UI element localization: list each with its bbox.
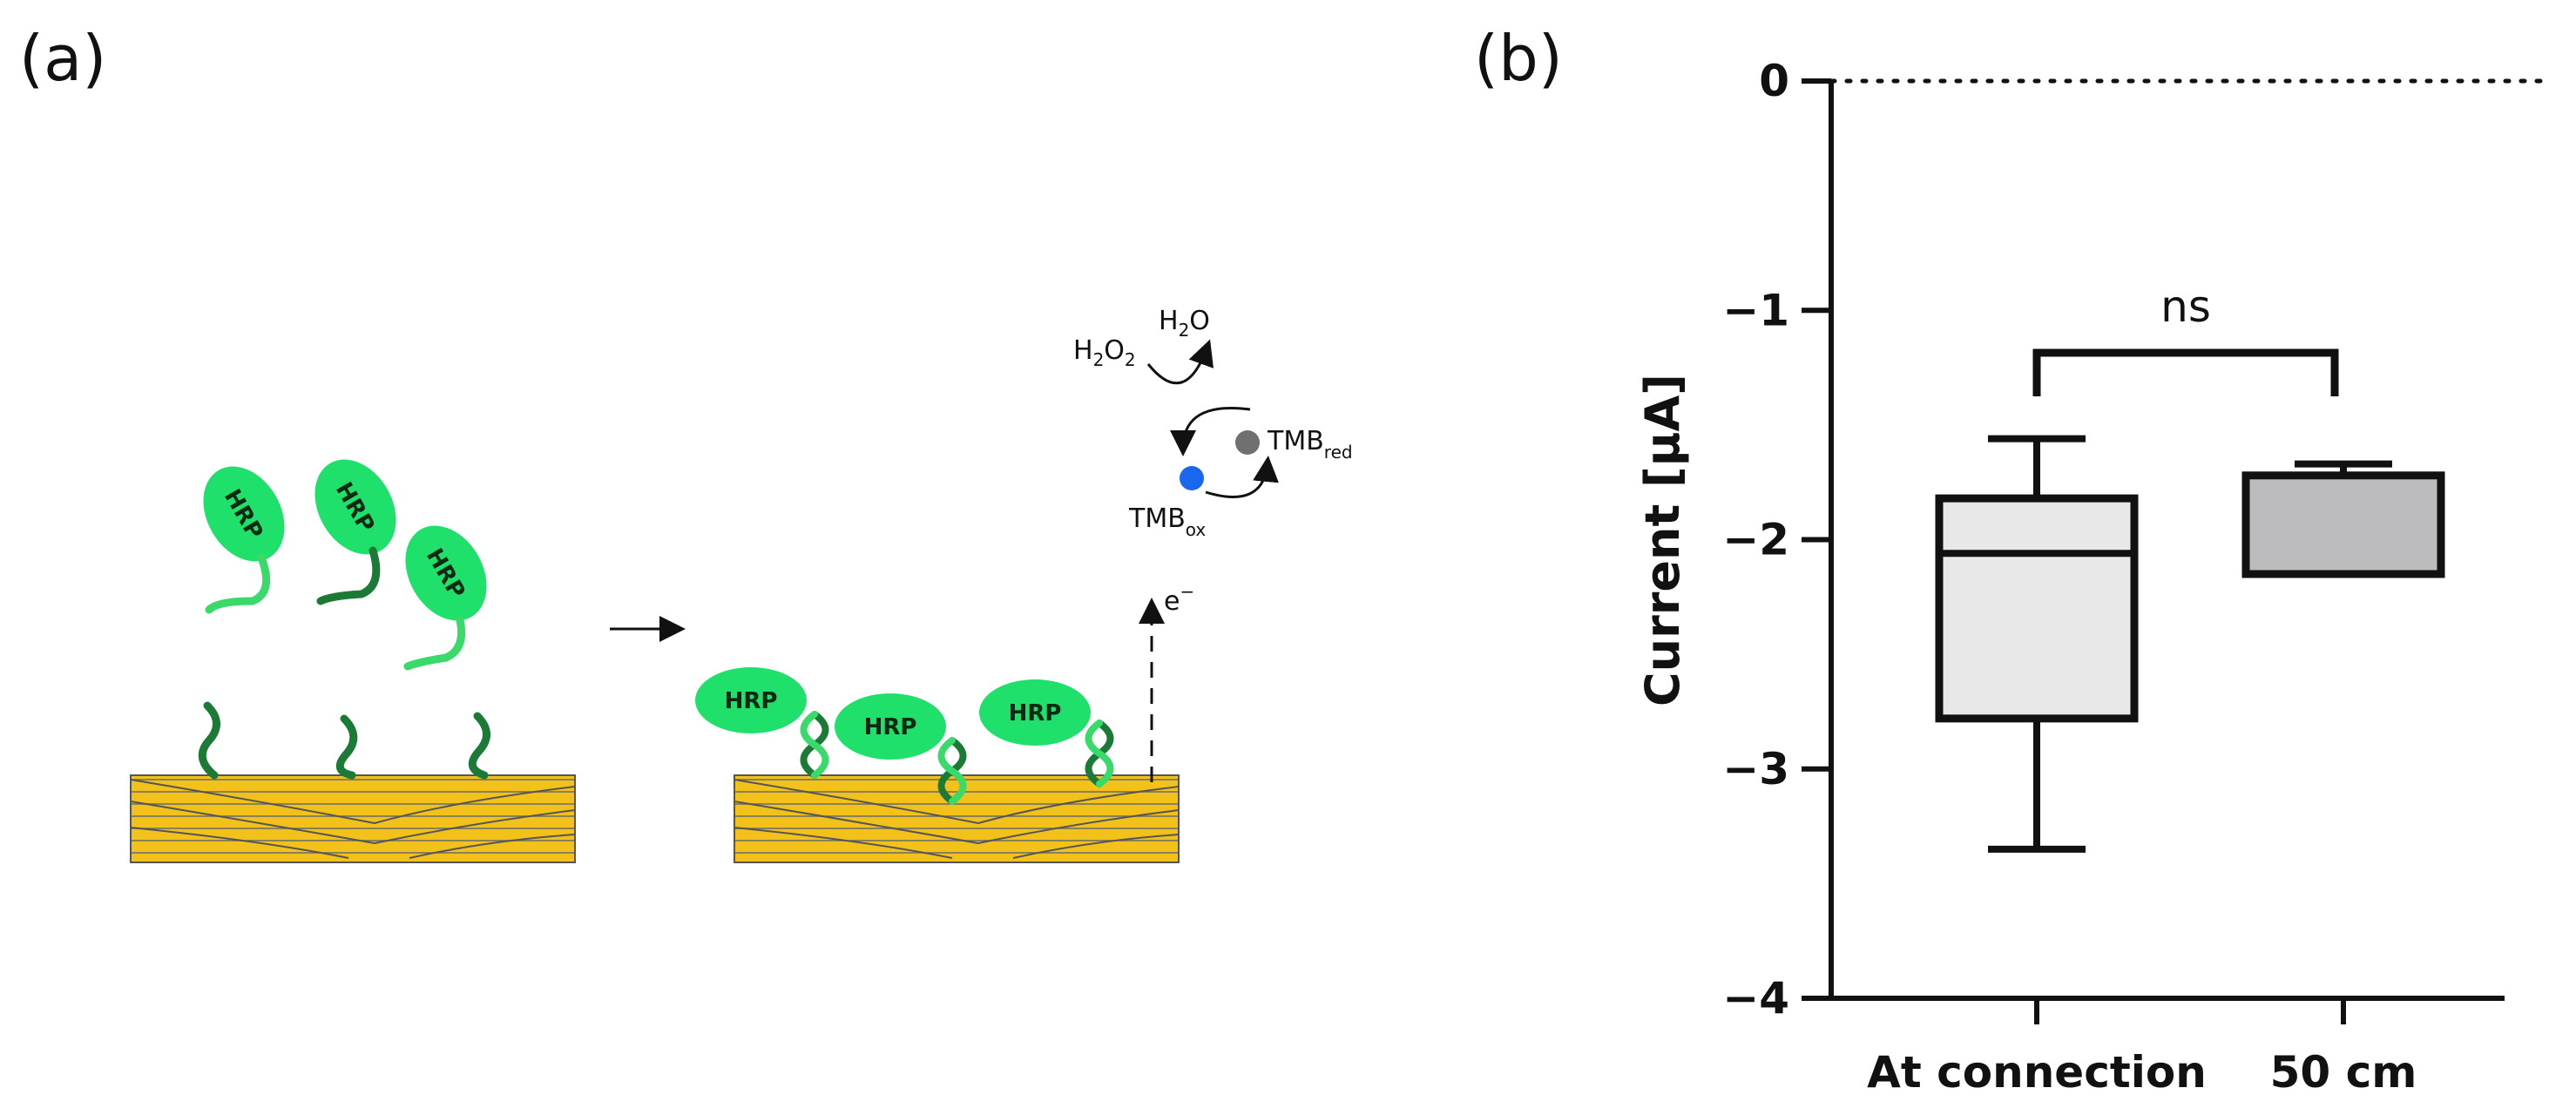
boxes [1935,435,2445,853]
panel-a: (a) HRP HRP [19,22,1353,863]
significance-bracket [2032,348,2339,396]
hrp-label: HRP [1009,700,1062,726]
dna-strand [335,714,358,780]
h2o-label: H2O [1159,306,1210,341]
box-at-connection [1935,435,2139,853]
oxidation-arrow [1205,456,1279,498]
free-hrp-conjugates: HRP HRP HRP [203,459,487,671]
electrode-right [734,774,1180,863]
y-axis-title: Current [μA] [1635,374,1690,706]
bound-hrp-enzymes: HRP HRP HRP [695,667,1091,760]
box-50-cm [2241,460,2445,578]
tmb-ox-label: TMBox [1128,503,1206,540]
y-tick-label: −4 [1722,973,1789,1024]
hrp-enzyme-free-2: HRP [314,459,396,555]
y-tick-label: 0 [1759,56,1789,106]
y-tick-label: −2 [1722,515,1789,565]
hrp-label: HRP [864,714,917,740]
hrp-label: HRP [725,688,778,714]
y-tick-label: −3 [1722,744,1789,794]
panel-b-label: (b) [1474,22,1563,95]
dna-tail [316,546,381,605]
reduction-arrow [1170,407,1251,456]
significance-bracket-group: ns [2032,281,2339,396]
tmb-red-dot [1235,430,1260,455]
capture-dna-strands [198,701,490,780]
dna-duplex [1085,720,1114,787]
box-iqr [2241,471,2445,578]
h2o2-to-h2o-arrow [1146,339,1214,385]
y-ticks: 0 −1 −2 −3 −4 [1722,56,1831,1024]
electrode-left [130,774,576,863]
hrp-enzyme-bound-2: HRP [835,693,946,760]
panel-b: (b) 0 −1 −2 −3 −4 At connection 50 cm ns Curr… [1474,22,2546,1098]
dna-tail [403,616,466,671]
hrp-enzyme-free-1: HRP [203,466,285,562]
electron-label: e− [1164,581,1194,617]
h2o2-label: H2O2 [1073,335,1136,370]
panel-a-label: (a) [19,22,106,95]
dna-tail [205,553,271,614]
box-plot-chart: 0 −1 −2 −3 −4 At connection 50 cm ns Current … [1635,56,2546,1098]
hrp-enzyme-free-3: HRP [405,525,487,621]
tmb-ox-dot [1180,466,1204,490]
dna-duplexes [800,711,1114,805]
box-iqr [1935,494,2139,723]
x-ticks: At connection 50 cm [1867,998,2417,1098]
redox-cycle: H2O2 H2O TMBred TMBox [1073,306,1353,540]
significance-label: ns [2160,281,2211,332]
tmb-red-label: TMBred [1267,426,1353,463]
dna-strand [468,712,490,780]
x-tick-label: At connection [1867,1047,2207,1098]
hrp-enzyme-bound-3: HRP [979,679,1091,746]
x-tick-label: 50 cm [2270,1047,2417,1098]
dna-strand [198,701,220,780]
hrp-enzyme-bound-1: HRP [695,667,807,733]
dna-duplex [800,711,829,779]
dna-duplex [937,737,967,805]
y-tick-label: −1 [1722,285,1789,335]
